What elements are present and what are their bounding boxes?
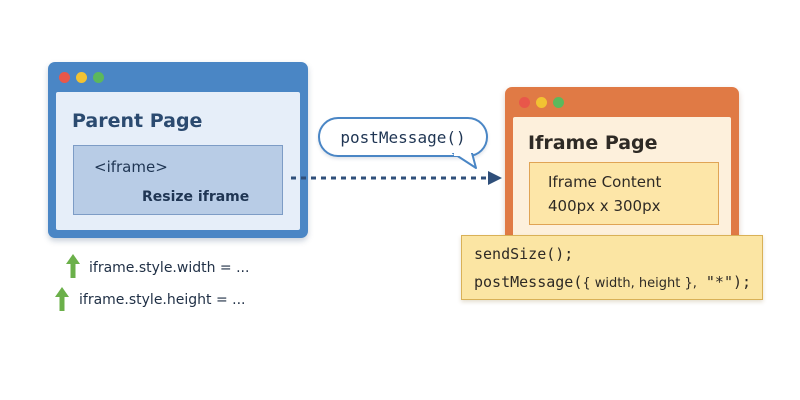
minimize-dot-icon [536, 97, 547, 108]
maximize-dot-icon [93, 72, 104, 83]
parent-page-window: Parent Page <iframe> Resize iframe [48, 62, 308, 238]
iframe-tag-label: <iframe> [94, 158, 168, 176]
postmessage-bubble: postMessage() [318, 117, 488, 157]
postmessage-call-args: { width, height }, [582, 276, 697, 291]
postmessage-call: postMessage({ width, height }, "*"); [474, 273, 751, 291]
parent-page-body: Parent Page <iframe> Resize iframe [56, 92, 300, 230]
embedded-iframe-box: <iframe> Resize iframe [73, 145, 283, 215]
iframe-page-title: Iframe Page [528, 132, 658, 154]
up-arrow-icon [66, 254, 80, 278]
width-code-line: iframe.style.width = ... [89, 260, 250, 276]
iframe-content-title: Iframe Content [548, 173, 662, 191]
send-size-call: sendSize(); [474, 245, 574, 263]
up-arrow-icon [55, 287, 69, 311]
close-dot-icon [519, 97, 530, 108]
maximize-dot-icon [553, 97, 564, 108]
resize-iframe-label: Resize iframe [142, 189, 250, 205]
bubble-tail-icon [452, 153, 477, 169]
iframe-page-body: Iframe Page Iframe Content 400px x 300px [513, 117, 731, 247]
postmessage-call-start: postMessage( [474, 273, 583, 291]
postmessage-label: postMessage() [340, 128, 466, 147]
height-code-line: iframe.style.height = ... [79, 292, 246, 308]
minimize-dot-icon [76, 72, 87, 83]
postmessage-call-end: "*"); [696, 273, 752, 291]
close-dot-icon [59, 72, 70, 83]
message-arrow-icon [291, 171, 502, 185]
code-panel: sendSize(); postMessage({ width, height … [461, 235, 763, 300]
parent-page-title: Parent Page [72, 110, 203, 132]
iframe-content-size: 400px x 300px [548, 197, 661, 215]
iframe-content-box: Iframe Content 400px x 300px [529, 162, 719, 225]
iframe-page-window: Iframe Page Iframe Content 400px x 300px [505, 87, 739, 247]
